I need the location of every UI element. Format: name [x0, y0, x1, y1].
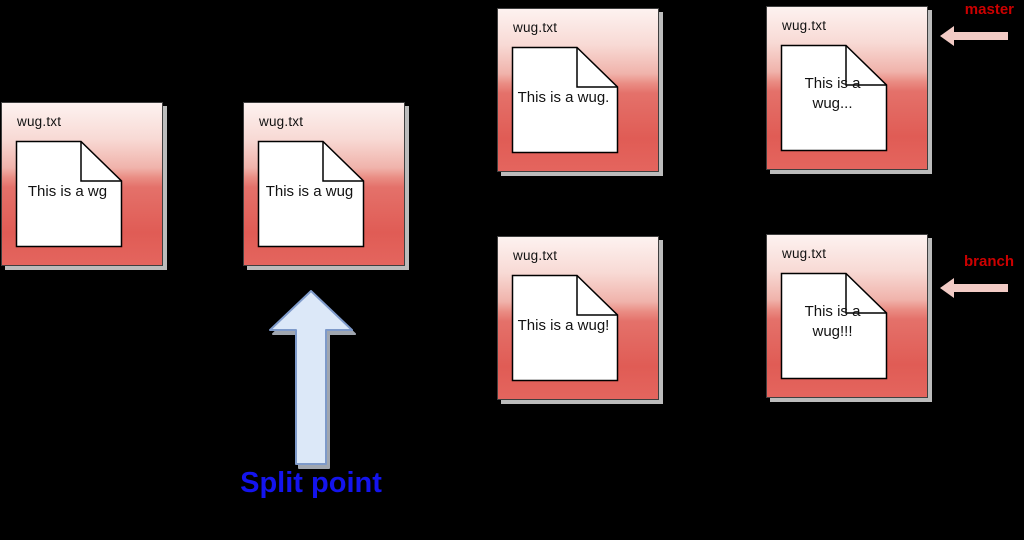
- document-icon: This is a wug!: [511, 274, 619, 382]
- commit-box-2-split-point: wug.txt This is a wug: [243, 102, 405, 266]
- master-label: master: [964, 1, 1014, 18]
- file-content: This is a wg: [15, 182, 120, 202]
- file-name-label: wug.txt: [513, 20, 558, 35]
- file-name-label: wug.txt: [513, 248, 558, 263]
- document-icon: This is a wug!!!: [780, 272, 888, 380]
- commit-box-1: wug.txt This is a wg: [1, 102, 163, 266]
- file-content: This is a wug!: [511, 316, 616, 336]
- file-content-line: This is a wug: [265, 183, 354, 200]
- file-content-line: This is a: [804, 303, 861, 320]
- file-content: This is a wug!!!: [780, 302, 885, 342]
- file-content-line: This is a wg: [27, 183, 108, 200]
- commit-box-5: wug.txt This is a wug!: [497, 236, 659, 400]
- commit-box-6-branch-head: wug.txt This is a wug!!!: [766, 234, 928, 398]
- file-content-line: This is a wug!: [517, 317, 610, 334]
- file-content: This is a wug...: [780, 74, 885, 114]
- commit-box-3: wug.txt This is a wug.: [497, 8, 659, 172]
- commit-box-4-master-head: wug.txt This is a wug...: [766, 6, 928, 170]
- document-icon: This is a wg: [15, 140, 123, 248]
- file-content-line: This is a: [804, 75, 861, 92]
- master-ref-pointer: master: [938, 2, 1014, 48]
- document-icon: This is a wug...: [780, 44, 888, 152]
- branch-ref-pointer: branch: [938, 254, 1014, 300]
- file-content-line: This is a wug.: [517, 89, 610, 106]
- file-content: This is a wug: [257, 182, 362, 202]
- document-icon: This is a wug: [257, 140, 365, 248]
- master-pointer-arrow-icon: [940, 26, 1008, 46]
- split-point-label: Split point: [240, 467, 382, 499]
- file-name-label: wug.txt: [259, 114, 304, 129]
- file-content: This is a wug.: [511, 88, 616, 108]
- file-content-line: wug...: [812, 95, 853, 112]
- file-name-label: wug.txt: [17, 114, 62, 129]
- branch-label: branch: [963, 253, 1014, 270]
- split-point-arrow-icon: [265, 288, 357, 468]
- file-name-label: wug.txt: [782, 246, 827, 261]
- file-name-label: wug.txt: [782, 18, 827, 33]
- file-content-line: wug!!!: [812, 323, 853, 340]
- branch-pointer-arrow-icon: [940, 278, 1008, 298]
- document-icon: This is a wug.: [511, 46, 619, 154]
